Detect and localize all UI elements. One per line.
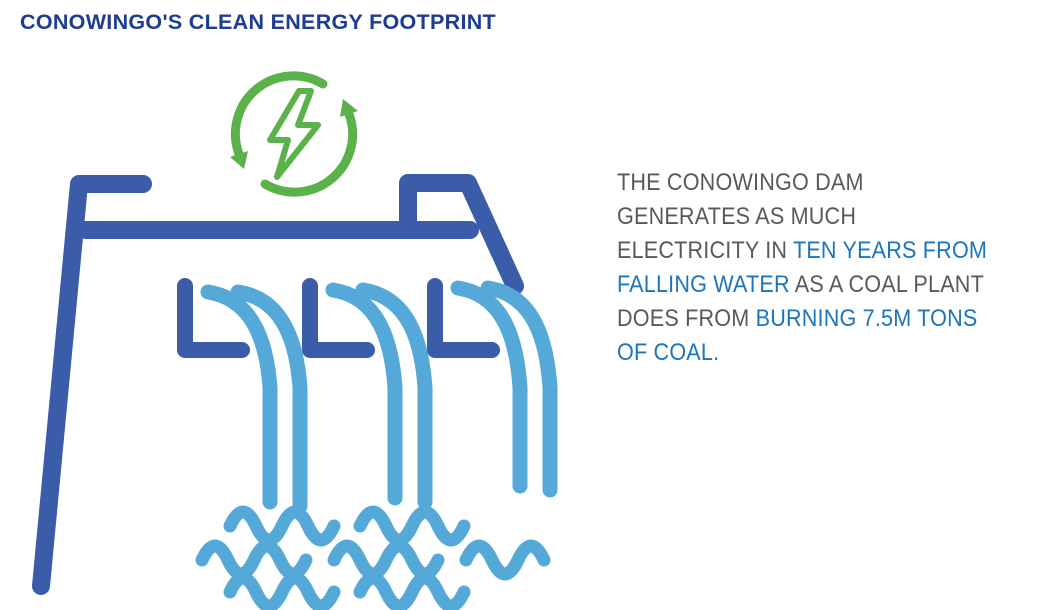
dam-gate-2 bbox=[302, 278, 375, 358]
page-title: CONOWINGO'S CLEAN ENERGY FOOTPRINT bbox=[20, 10, 496, 34]
description-line: DOES FROM BURNING 7.5M TONS bbox=[617, 302, 987, 336]
wave bbox=[223, 505, 341, 547]
water-stream bbox=[450, 280, 528, 494]
description-segment: AS A COAL PLANT bbox=[789, 271, 984, 298]
wave bbox=[353, 505, 471, 547]
water-waves bbox=[195, 505, 551, 610]
dam-gate-3 bbox=[427, 278, 500, 358]
renewable-energy-icon bbox=[230, 71, 358, 197]
dam-structure bbox=[32, 174, 524, 595]
water-stream bbox=[230, 284, 308, 514]
water-stream bbox=[355, 282, 433, 510]
wave bbox=[459, 539, 551, 581]
cycle-arc-top bbox=[230, 71, 328, 159]
dam-right-support bbox=[399, 174, 524, 295]
dam-illustration bbox=[0, 58, 600, 610]
wave bbox=[195, 539, 313, 581]
wave bbox=[353, 571, 471, 610]
description-segment: ELECTRICITY IN bbox=[617, 237, 793, 264]
description-text: THE CONOWINGO DAM GENERATES AS MUCH ELECTR… bbox=[617, 166, 987, 370]
description-line: OF COAL. bbox=[617, 336, 987, 370]
description-segment: FALLING WATER bbox=[617, 271, 790, 298]
description-segment: OF COAL. bbox=[617, 339, 720, 366]
lightning-bolt-icon bbox=[267, 88, 321, 180]
dam-illustration-svg bbox=[32, 71, 558, 610]
description-line: ELECTRICITY IN TEN YEARS FROM bbox=[617, 234, 987, 268]
arrowhead-left-icon bbox=[230, 151, 248, 169]
dam-left-support bbox=[32, 175, 152, 595]
arrowhead-right-icon bbox=[340, 99, 358, 117]
water-stream bbox=[200, 284, 278, 510]
description-segment: DOES FROM bbox=[617, 305, 756, 332]
wave bbox=[223, 571, 341, 610]
water-stream bbox=[325, 282, 403, 506]
description-segment: BURNING 7.5M TONS bbox=[755, 305, 978, 332]
description-line: FALLING WATER AS A COAL PLANT bbox=[617, 268, 987, 302]
water-streams bbox=[200, 280, 558, 514]
description-segment: THE CONOWINGO DAM bbox=[617, 169, 864, 196]
description-line: GENERATES AS MUCH bbox=[617, 200, 987, 234]
description-segment: GENERATES AS MUCH bbox=[617, 203, 857, 230]
wave bbox=[327, 539, 445, 581]
description-segment: TEN YEARS FROM bbox=[792, 237, 988, 264]
water-stream bbox=[480, 280, 558, 498]
dam-gate-1 bbox=[177, 278, 250, 358]
cycle-arc-bottom bbox=[260, 109, 358, 197]
description-line: THE CONOWINGO DAM bbox=[617, 166, 987, 200]
